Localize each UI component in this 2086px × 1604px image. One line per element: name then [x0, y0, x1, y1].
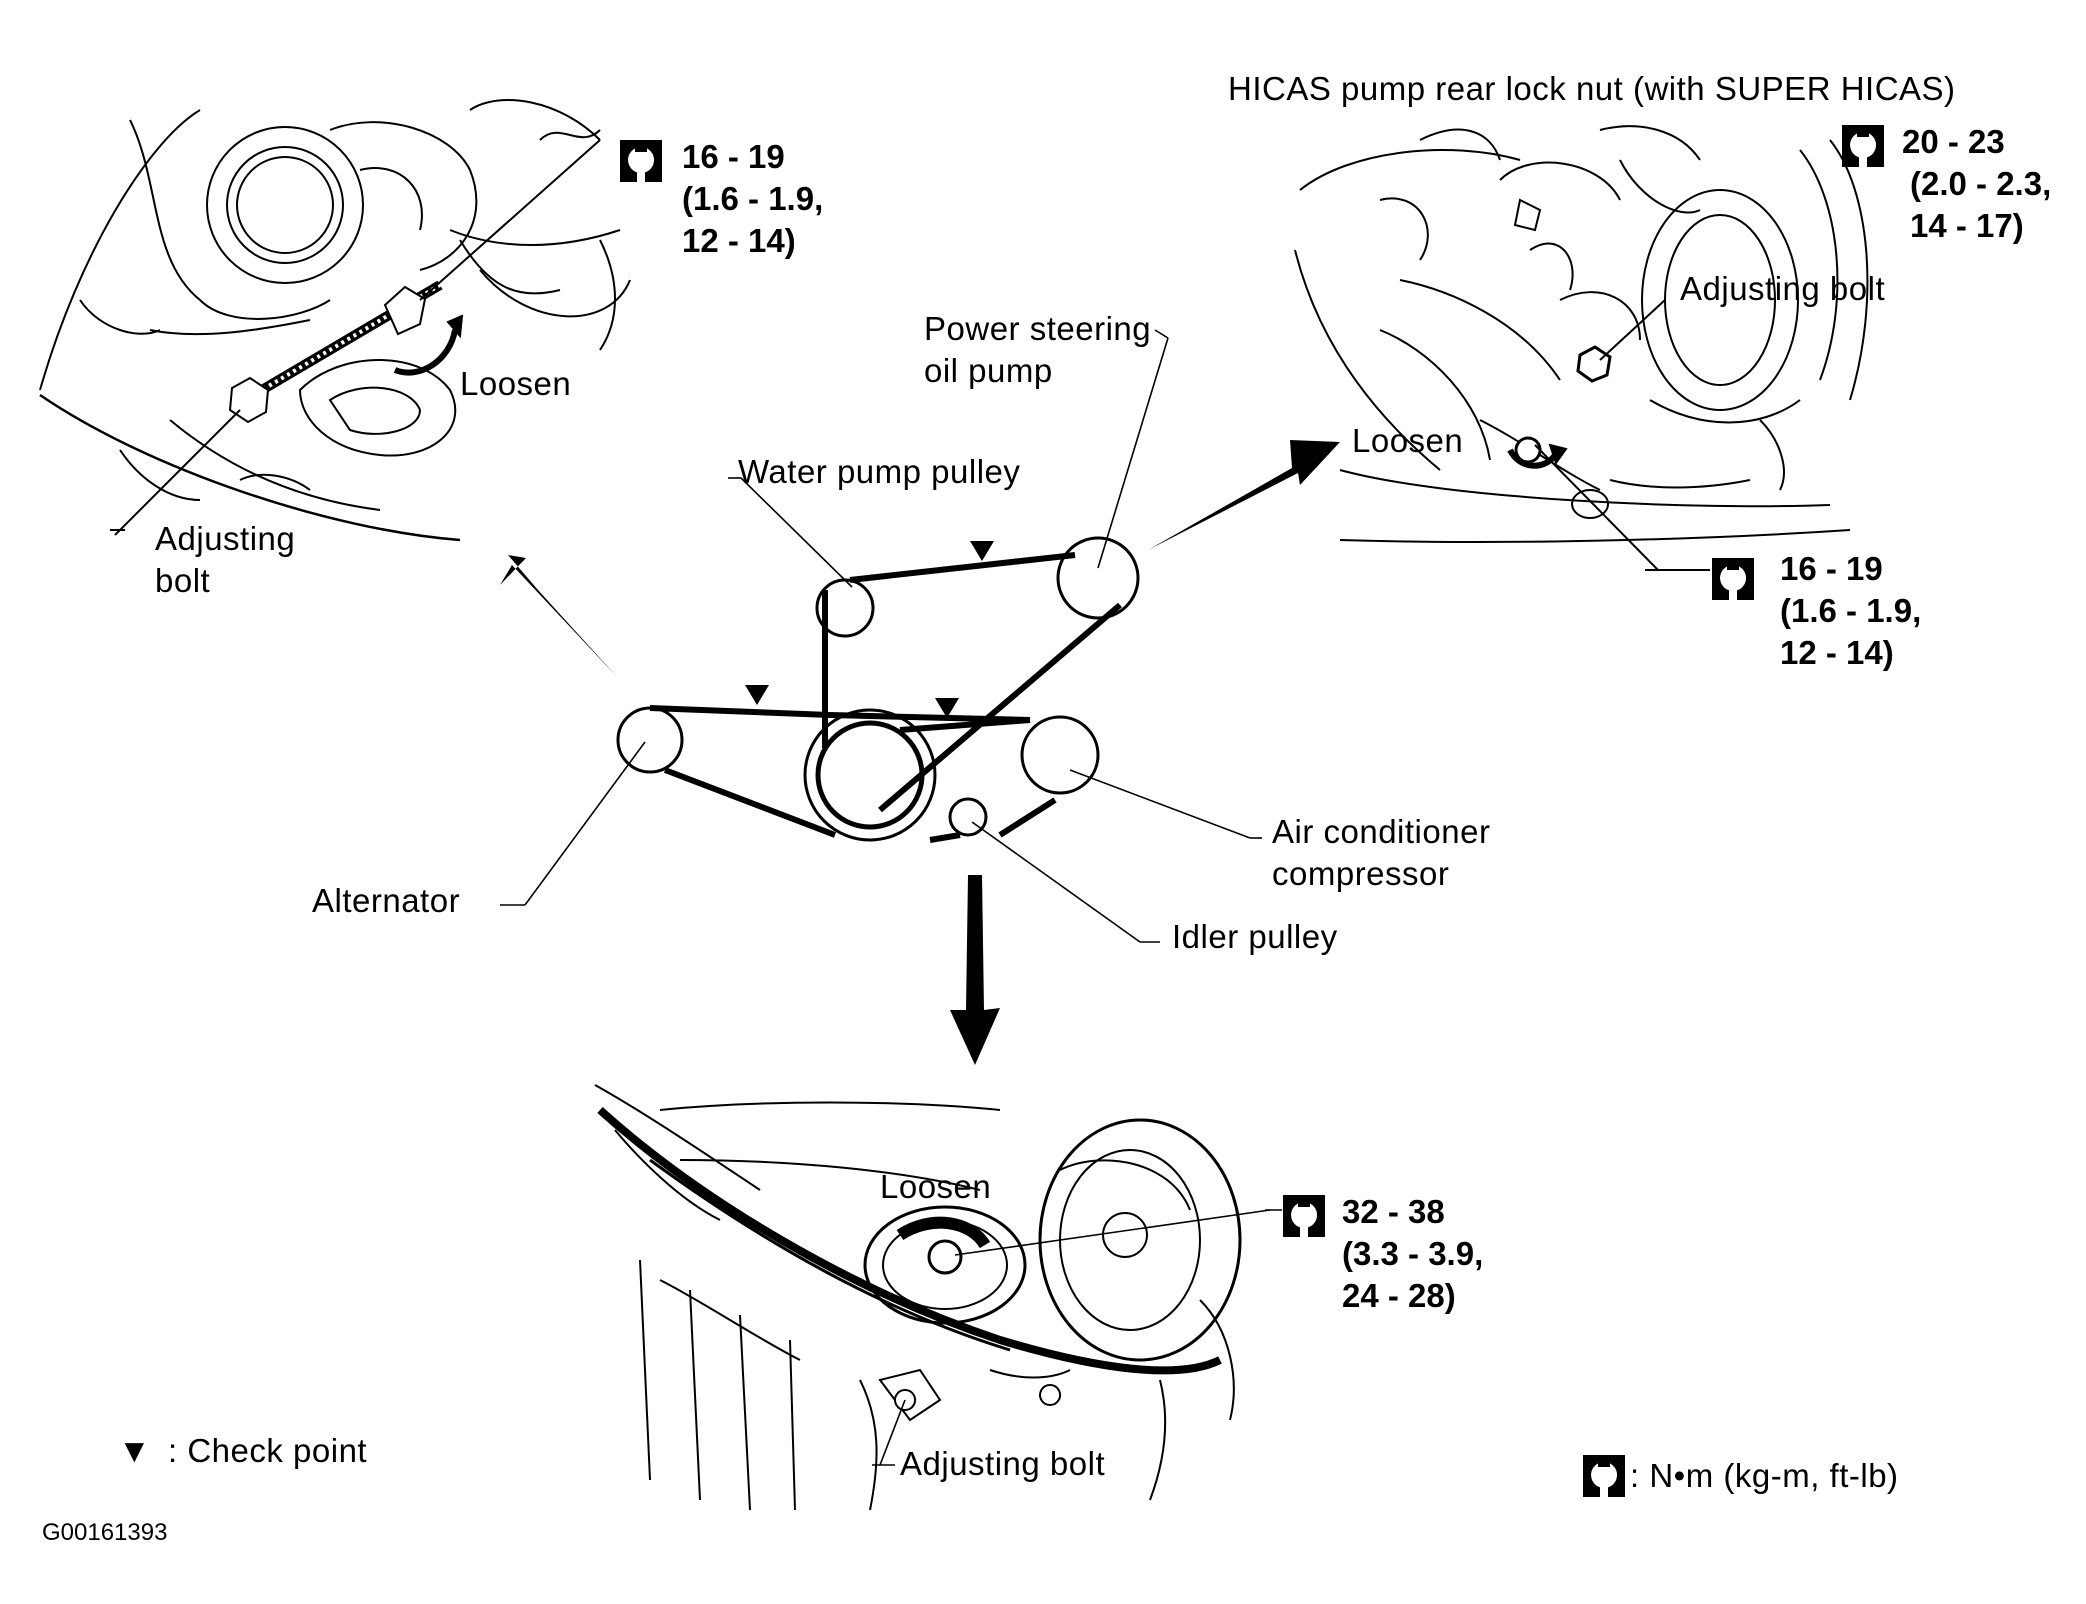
top-left-torque-ftlb: 12 - 14) — [682, 222, 796, 259]
bottom-torque-ftlb: 24 - 28) — [1342, 1277, 1456, 1314]
torque-wrench-icon — [1842, 125, 1884, 167]
ac-compressor-label: Air conditioner — [1272, 813, 1490, 850]
idler-pulley-label: Idler pulley — [1172, 918, 1338, 955]
belt-routing — [500, 329, 1262, 943]
bottom-torque-kgm: (3.3 - 3.9, — [1342, 1235, 1483, 1272]
triangle-down-icon — [970, 541, 994, 561]
top-right-loosen-label: Loosen — [1352, 422, 1463, 459]
torque-wrench-icon — [620, 140, 662, 182]
checkpoint-legend-text: : Check point — [168, 1432, 367, 1469]
checkpoint-markers — [745, 541, 994, 718]
top-right-detail-illustration — [1294, 125, 1869, 571]
torque-wrench-icon — [1283, 1195, 1325, 1237]
arrow-to-top-right — [1148, 440, 1340, 550]
top-right-torque-a-kgm: (2.0 - 2.3, — [1910, 165, 2051, 202]
bottom-adjusting-bolt-label: Adjusting bolt — [900, 1445, 1105, 1482]
top-left-torque-value: 16 - 19 — [682, 138, 785, 175]
alternator-pulley — [616, 706, 684, 774]
top-right-torque-b-kgm: (1.6 - 1.9, — [1780, 592, 1921, 629]
bottom-torque-value: 32 - 38 — [1342, 1193, 1445, 1230]
alternator-label: Alternator — [312, 882, 460, 919]
drive-belt — [649, 552, 1122, 843]
arrow-to-bottom — [950, 875, 1000, 1065]
top-right-torque-a-ftlb: 14 - 17) — [1910, 207, 2024, 244]
water-pump-label: Water pump pulley — [738, 453, 1020, 490]
triangle-down-icon — [745, 685, 769, 705]
triangle-down-icon — [935, 698, 959, 718]
top-left-detail-illustration — [39, 99, 631, 542]
top-right-adjusting-bolt-label: Adjusting bolt — [1680, 270, 1885, 307]
hicas-lock-nut-title: HICAS pump rear lock nut (with SUPER HIC… — [1228, 70, 1956, 107]
bottom-loosen-label: Loosen — [880, 1168, 991, 1205]
bottom-torque-spec: 32 - 38 (3.3 - 3.9, 24 - 28) — [1283, 1193, 1483, 1314]
torque-wrench-icon — [1583, 1455, 1625, 1497]
arrow-to-top-left — [500, 555, 618, 678]
crankshaft-pulley-outer — [803, 708, 937, 842]
top-left-torque-spec: 16 - 19 (1.6 - 1.9, 12 - 14) — [620, 138, 823, 259]
top-right-torque-a-value: 20 - 23 — [1902, 123, 2005, 160]
idler-pulley — [948, 797, 988, 837]
top-left-adjusting-label: Adjusting — [155, 520, 295, 557]
power-steering-label: Power steering — [924, 310, 1151, 347]
top-right-torque-spec-b: 16 - 19 (1.6 - 1.9, 12 - 14) — [1712, 550, 1921, 671]
top-right-torque-b-value: 16 - 19 — [1780, 550, 1883, 587]
bottom-detail-illustration — [594, 1084, 1282, 1511]
checkpoint-legend-symbol: ▼ — [118, 1432, 151, 1469]
top-right-torque-b-ftlb: 12 - 14) — [1780, 634, 1894, 671]
checkpoint-legend: ▼ : Check point — [118, 1432, 367, 1469]
crankshaft-pulley-inner — [815, 720, 925, 830]
power-steering-label-line2: oil pump — [924, 352, 1053, 389]
ac-compressor-label-line2: compressor — [1272, 855, 1449, 892]
torque-wrench-icon — [1712, 558, 1754, 600]
top-left-loosen-label: Loosen — [460, 365, 571, 402]
top-left-bolt-label: bolt — [155, 562, 210, 599]
torque-units-text: : N•m (kg-m, ft-lb) — [1630, 1457, 1899, 1494]
top-right-torque-spec-a: 20 - 23 (2.0 - 2.3, 14 - 17) — [1842, 123, 2051, 244]
ac-compressor-pulley — [1020, 715, 1100, 795]
power-steering-pulley — [1056, 536, 1140, 620]
figure-id: G00161393 — [42, 1519, 167, 1546]
detail-arrows — [500, 440, 1340, 1065]
torque-units-legend: : N•m (kg-m, ft-lb) — [1583, 1455, 1899, 1497]
top-left-torque-kgm: (1.6 - 1.9, — [682, 180, 823, 217]
